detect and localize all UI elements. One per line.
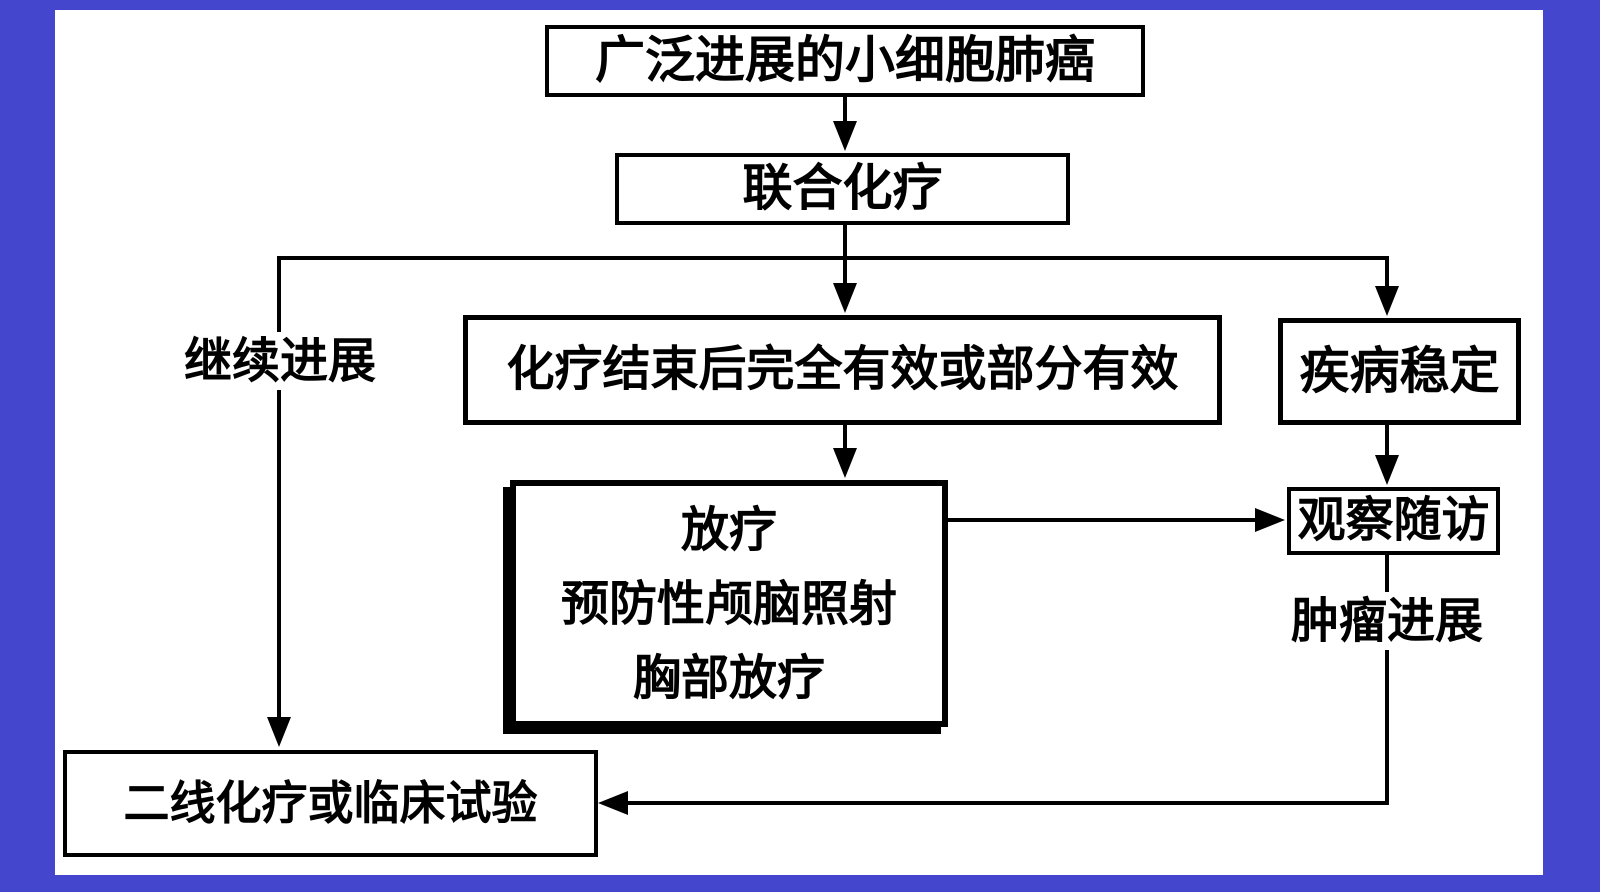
- node-observation-followup: 观察随访: [1287, 487, 1500, 555]
- arrowhead-into-second-line: [267, 717, 291, 747]
- left-branch-vertical-line: [277, 256, 281, 718]
- connector-chemo-to-branch: [843, 225, 847, 285]
- node-radiotherapy-line3: 胸部放疗: [632, 649, 825, 706]
- node-extensive-sclc-label: 广泛进展的小细胞肺癌: [595, 31, 1095, 90]
- arrowhead-into-observe: [1375, 455, 1399, 485]
- label-tumor-progression: 肿瘤进展: [1280, 592, 1494, 650]
- arrowhead-into-chemo: [833, 121, 857, 151]
- arrowhead-into-observe-left-side: [1255, 508, 1285, 532]
- node-post-chemo-response-label: 化疗结束后完全有效或部分有效: [506, 341, 1179, 398]
- node-observation-followup-label: 观察随访: [1297, 492, 1490, 549]
- node-radiotherapy-line1: 放疗: [680, 501, 777, 558]
- arrowhead-into-response: [833, 283, 857, 313]
- node-second-line-therapy-label: 二线化疗或临床试验: [123, 776, 538, 831]
- connector-observe-down: [1385, 555, 1389, 805]
- arrowhead-into-stable: [1375, 286, 1399, 316]
- right-branch-vertical-line: [1385, 256, 1389, 290]
- node-stable-disease: 疾病稳定: [1278, 318, 1521, 425]
- connector-response-to-radio: [843, 425, 847, 451]
- arrowhead-into-radio: [833, 448, 857, 478]
- connector-radio-to-observe: [948, 518, 1258, 522]
- node-second-line-therapy: 二线化疗或临床试验: [63, 750, 598, 857]
- node-radiotherapy: 放疗 预防性颅脑照射 胸部放疗: [510, 480, 948, 727]
- branch-horizontal-line: [277, 256, 1389, 260]
- arrowhead-into-second-line-right-side: [598, 791, 628, 815]
- node-radiotherapy-line2: 预防性颅脑照射: [560, 575, 897, 632]
- node-stable-disease-label: 疾病稳定: [1299, 341, 1500, 400]
- connector-stable-to-observe: [1385, 425, 1389, 457]
- connector-top-to-chemo: [843, 97, 847, 125]
- node-extensive-sclc: 广泛进展的小细胞肺癌: [545, 25, 1145, 97]
- node-combination-chemotherapy: 联合化疗: [615, 153, 1070, 225]
- label-continued-progression: 继续进展: [168, 332, 392, 390]
- node-post-chemo-response: 化疗结束后完全有效或部分有效: [463, 315, 1222, 425]
- connector-bottom-horizontal: [624, 801, 1389, 805]
- node-combination-chemotherapy-label: 联合化疗: [742, 159, 943, 218]
